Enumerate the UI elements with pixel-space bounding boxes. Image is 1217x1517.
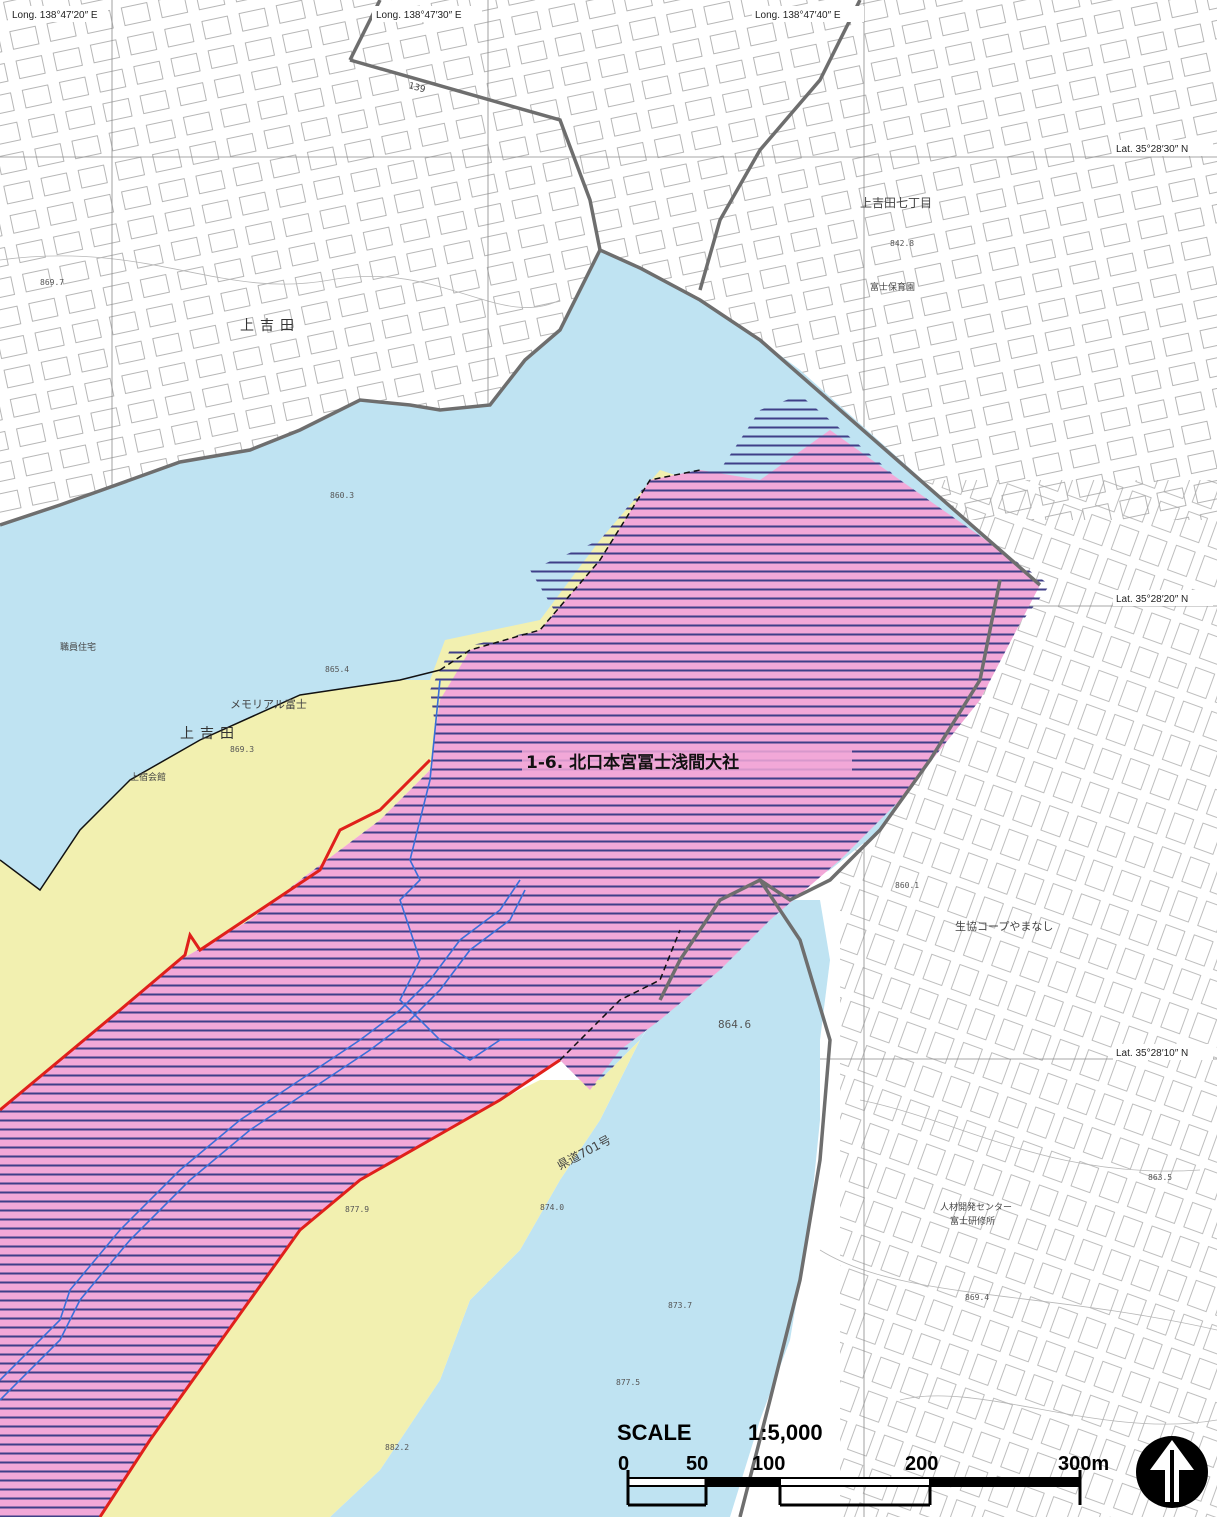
elevation-point: 865.4 bbox=[325, 665, 349, 674]
place-kamiyoshida-7chome: 上吉田七丁目 bbox=[860, 196, 932, 210]
coord-long-left: Long. 138°47′20″ E bbox=[12, 10, 98, 21]
coord-long-right: Long. 138°47′40″ E bbox=[755, 10, 841, 21]
place-kamiyoshida-upper: 上吉田 bbox=[240, 318, 300, 334]
scale-tick-50: 50 bbox=[686, 1453, 708, 1475]
elevation-point: 869.3 bbox=[230, 745, 254, 754]
elevation-point: 877.9 bbox=[345, 1205, 369, 1214]
scale-tick-300: 300m bbox=[1058, 1453, 1109, 1475]
elevation-point: 860.3 bbox=[330, 491, 354, 500]
site-label-group[interactable]: 1-6. 北口本宮冨士浅間大社 bbox=[522, 748, 852, 774]
place-memorial-fuji: メモリアル富士 bbox=[230, 697, 307, 711]
north-arrow-icon bbox=[1136, 1436, 1208, 1508]
coord-lat-bottom: Lat. 35°28′10″ N bbox=[1116, 1048, 1188, 1059]
scale-ratio: 1:5,000 bbox=[748, 1420, 823, 1445]
road-lines bbox=[0, 679, 540, 1401]
scale-tick-100: 100 bbox=[752, 1453, 785, 1475]
elevation-point: 873.7 bbox=[668, 1301, 692, 1310]
elevation-point: 882.2 bbox=[385, 1443, 409, 1452]
coord-lat-mid: Lat. 35°28′20″ N bbox=[1116, 594, 1188, 605]
elevation-point: 874.0 bbox=[540, 1203, 564, 1212]
scale-title: SCALE bbox=[617, 1420, 692, 1445]
scale-tick-200: 200 bbox=[905, 1453, 938, 1475]
elevation-point: 869.7 bbox=[40, 278, 64, 287]
place-training-center-sub: 富士研修所 bbox=[950, 1215, 995, 1227]
elevation-point: 864.6 bbox=[718, 1018, 751, 1031]
place-kamijuku-hall: 上宿会館 bbox=[130, 771, 166, 783]
coord-long-mid: Long. 138°47′30″ E bbox=[376, 10, 462, 21]
place-residence: 職員住宅 bbox=[60, 641, 96, 653]
scale-tick-0: 0 bbox=[618, 1453, 629, 1475]
elevation-labels: 869.7 860.3 865.4 869.3 874.0 877.9 864.… bbox=[40, 239, 1172, 1452]
elevation-point: 842.8 bbox=[890, 239, 914, 248]
coordinate-labels: Long. 138°47′20″ E Long. 138°47′30″ E Lo… bbox=[8, 6, 1213, 1060]
place-kamiyoshida-center: 上吉田 bbox=[180, 726, 240, 742]
elevation-point: 860.1 bbox=[895, 881, 919, 890]
place-training-center: 人材開発センター bbox=[940, 1201, 1012, 1213]
elevation-point: 869.4 bbox=[965, 1293, 989, 1302]
place-co-op: 生協コープやまなし bbox=[955, 919, 1053, 933]
scale-bar: SCALE 1:5,000 0 50 100 200 300m bbox=[617, 1420, 1109, 1507]
place-fuji-nursery: 富士保育園 bbox=[870, 281, 915, 293]
core-zone[interactable] bbox=[0, 395, 1050, 1517]
core-boundary-red bbox=[0, 758, 561, 1517]
place-route-139: 139 bbox=[407, 81, 426, 95]
elevation-point: 863.5 bbox=[1148, 1173, 1172, 1182]
zone-outlines bbox=[0, 469, 701, 1061]
site-label[interactable]: 1-6. 北口本宮冨士浅間大社 bbox=[526, 752, 739, 773]
elevation-point: 877.5 bbox=[616, 1378, 640, 1387]
coord-lat-top: Lat. 35°28′30″ N bbox=[1116, 144, 1188, 155]
